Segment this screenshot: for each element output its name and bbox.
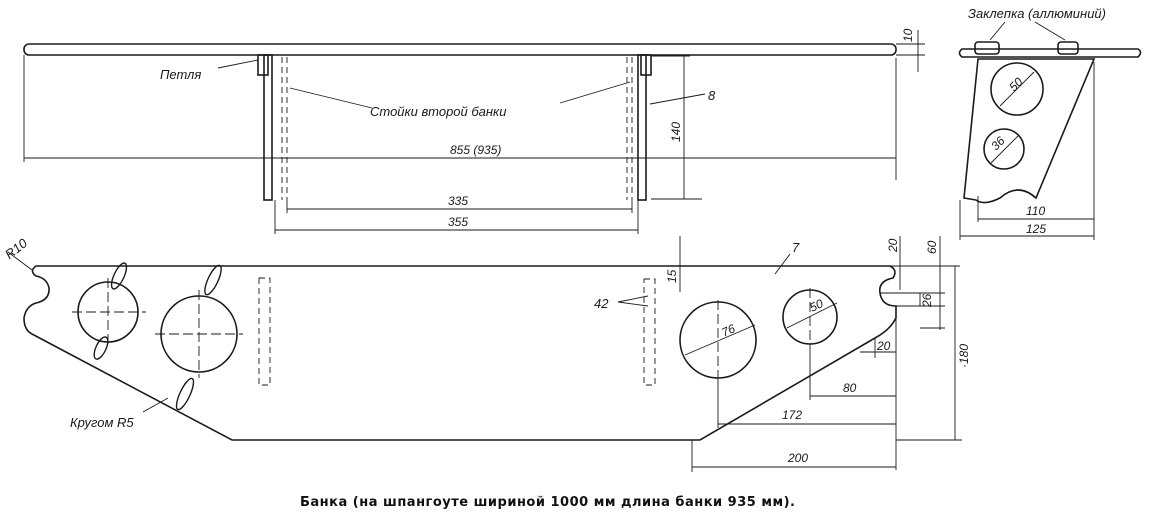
dim-172: 172 xyxy=(782,408,802,422)
dim-15: 15 xyxy=(665,269,679,283)
hidden-fitting-right xyxy=(643,278,656,386)
label-posts: Стойки второй банки xyxy=(370,104,506,119)
hole-76 xyxy=(679,301,757,379)
top-view xyxy=(23,30,925,234)
label-loop: Петля xyxy=(160,67,201,82)
post-left xyxy=(263,54,273,201)
dim-10: 10 xyxy=(901,28,915,42)
dim-50-bracket: 50 xyxy=(1006,75,1026,95)
dim-110: 110 xyxy=(1026,204,1045,218)
label-fillet: R10 xyxy=(2,235,31,262)
plan-view xyxy=(7,236,962,472)
label-round: Кругом R5 xyxy=(70,415,134,430)
dim-80: 80 xyxy=(843,381,857,395)
dim-355: 355 xyxy=(448,215,468,229)
dim-36: 36 xyxy=(988,134,1008,154)
thwart-plan-outline xyxy=(23,265,897,441)
dim-76: 76 xyxy=(719,321,737,339)
dim-26: 26 xyxy=(920,293,934,308)
label-rivet: Заклепка (аллюминий) xyxy=(968,6,1106,21)
slot-1 xyxy=(110,262,128,290)
dim-20a: 20 xyxy=(886,238,900,253)
dim-140: 140 xyxy=(669,122,683,142)
rivet-left xyxy=(974,41,1000,55)
bracket-view xyxy=(958,21,1142,240)
label-part-8: 8 xyxy=(708,88,716,103)
bracket-plate xyxy=(963,58,1096,204)
hole-50-bracket xyxy=(990,62,1044,116)
label-part-42: 42 xyxy=(594,296,609,311)
thwart-board xyxy=(23,43,897,56)
label-part-7: 7 xyxy=(792,240,800,255)
dim-50: 50 xyxy=(807,296,825,314)
dim-855: 855 (935) xyxy=(450,143,501,157)
hidden-fitting-left xyxy=(258,277,271,386)
dim-60: 60 xyxy=(925,240,939,254)
dim-200: 200 xyxy=(787,451,808,465)
hinge-left xyxy=(257,54,269,76)
slot-2 xyxy=(93,336,109,360)
slot-3 xyxy=(204,264,222,296)
dim-335: 335 xyxy=(448,194,468,208)
post-right xyxy=(637,54,647,201)
slot-4 xyxy=(175,377,195,411)
hole-36-bracket xyxy=(983,128,1025,170)
rivet-right xyxy=(1057,41,1079,55)
figure-caption: Банка (на шпангоуте шириной 1000 мм длин… xyxy=(300,495,795,510)
dim-20b: 20 xyxy=(876,339,891,353)
dim-180: ·180 xyxy=(957,344,971,368)
dim-125: 125 xyxy=(1026,222,1046,236)
board-section xyxy=(958,48,1142,58)
